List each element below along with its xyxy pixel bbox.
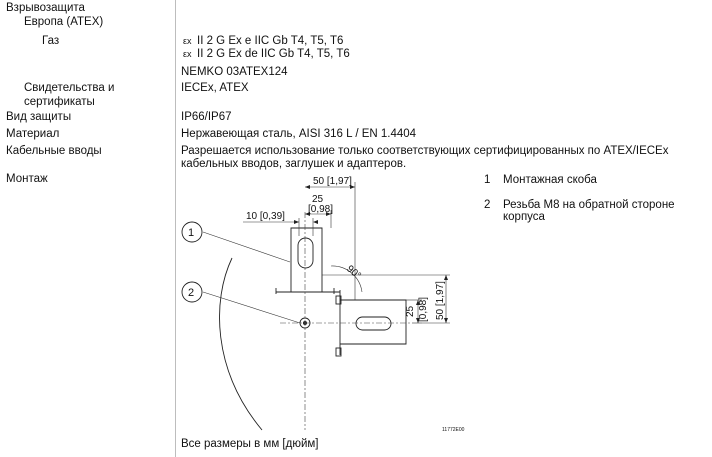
cable-entries-line2: кабельных вводов, заглушек и адаптеров. (181, 158, 407, 170)
label-material: Материал (6, 128, 60, 140)
label-ip-type: Вид защиты (6, 111, 72, 123)
callout-1-circle (181, 221, 203, 243)
dim-50-vertical: 50 [1,97] (435, 281, 446, 320)
bracket-vertical-plate (290, 227, 323, 293)
label-europe-atex: Европа (ATEX) (24, 16, 104, 28)
label-explosion-protection: Взрывозащита (6, 2, 85, 14)
label-cable-entries: Кабельные вводы (6, 145, 102, 157)
callout-2-label: 2 (188, 287, 194, 299)
drawing-code: 11772E00 (442, 427, 465, 433)
label-gas: Газ (42, 35, 60, 47)
dim-angle-90: 90° (344, 264, 363, 282)
dim-25-horizontal: 25 (312, 194, 324, 205)
callout-1-label: 1 (188, 227, 194, 239)
nemko-certificate: NEMKO 03ATEX124 (181, 66, 288, 78)
certificates-value: IECEx, ATEX (181, 82, 249, 94)
ip-value: IP66/IP67 (181, 111, 232, 123)
dim-25-vertical-inch: [0,98] (418, 297, 429, 322)
legend-number-2: 2 (484, 199, 491, 211)
legend-number-1: 1 (484, 174, 491, 186)
label-mounting: Монтаж (6, 173, 48, 185)
housing-outline (219, 257, 263, 431)
material-value: Нержавеющая сталь, AISI 316 L / EN 1.440… (181, 128, 417, 140)
mounting-drawing: 1 2 50 [1,97] 25 [0,98] 10 [0,39] 90° 25… (181, 176, 465, 433)
ex-icon: εx (183, 36, 192, 46)
ex-icon: εx (183, 49, 192, 59)
footer-dimensions-note: Все размеры в мм [дюйм] (181, 438, 319, 450)
bracket-horizontal-slot (355, 316, 392, 331)
bracket-horizontal-plate (340, 299, 407, 345)
dim-25-horizontal-inch: [0,98] (308, 204, 333, 215)
column-divider (175, 0, 176, 457)
legend-text-2a: Резьба M8 на обратной стороне (503, 199, 675, 211)
label-certificates-line1: Свидетельства и (24, 82, 115, 94)
bracket-vertical-slot (297, 237, 314, 269)
label-certificates-line2: сертификаты (24, 96, 95, 108)
legend-text-2b: корпуса (503, 211, 545, 223)
cable-entries-line1: Разрешается использование только соответ… (181, 145, 669, 157)
callout-2-circle (181, 281, 203, 303)
dim-25-vertical: 25 (405, 305, 416, 317)
dim-50-horizontal: 50 [1,97] (313, 176, 352, 187)
legend-text-1: Монтажная скоба (503, 174, 597, 186)
dim-10-horizontal: 10 [0,39] (246, 211, 285, 222)
